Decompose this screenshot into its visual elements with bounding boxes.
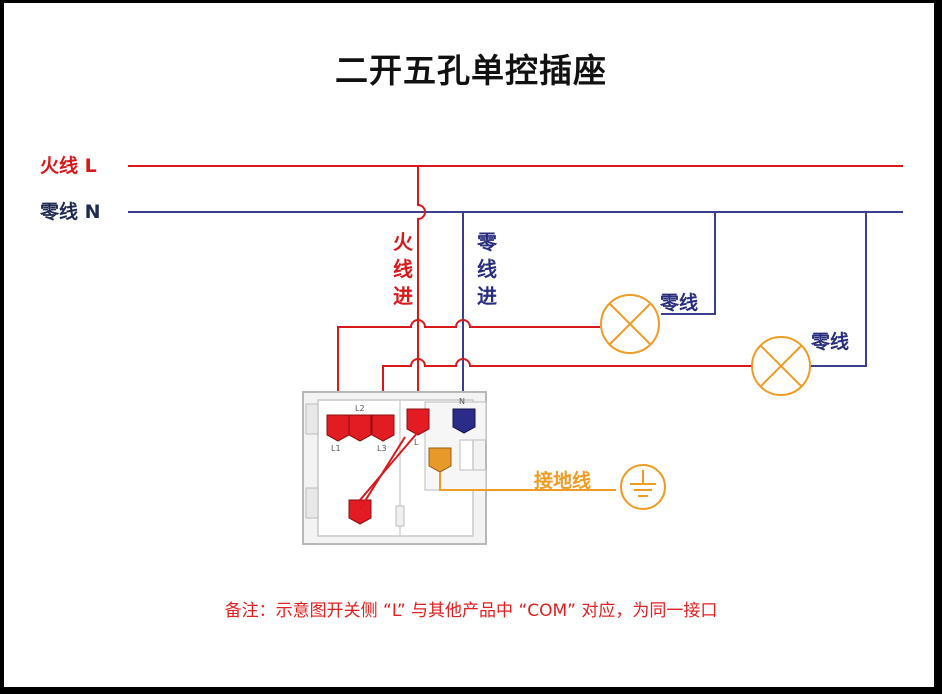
lamp1-neutral-label: 零线 — [660, 292, 699, 314]
ground-symbol — [620, 464, 666, 510]
neutral-line-label: 零线 N — [40, 201, 101, 223]
terminal-neutral — [452, 408, 476, 434]
internal-link-1 — [359, 431, 419, 501]
lamp1-neutral-wire — [661, 212, 716, 315]
lamp2-neutral-label: 零线 — [811, 331, 850, 353]
lamp2-symbol — [751, 336, 811, 396]
terminal-tag-neutral: N — [459, 397, 465, 406]
lamp1-symbol — [600, 294, 660, 354]
terminal-ground — [428, 447, 452, 473]
ground-wire-label: 接地线 — [534, 470, 592, 492]
terminal-tag-l3: L3 — [377, 444, 387, 453]
neutral-in-label: 零 线 进 — [476, 229, 498, 310]
live-in-wire — [417, 166, 426, 405]
terminal-live — [406, 408, 430, 436]
diagram-title: 二开五孔单控插座 — [335, 51, 607, 90]
lamp1-feed-wire — [337, 319, 600, 405]
terminal-tag-live: L — [414, 438, 419, 447]
footnote: 备注：示意图开关侧 “L” 与其他产品中 “COM” 对应，为同一接口 — [224, 601, 718, 621]
terminal-l2 — [348, 414, 372, 442]
internal-link-2 — [359, 436, 406, 510]
neutral-in-char: 进 — [477, 284, 497, 308]
terminal-l3 — [371, 414, 395, 442]
terminal-switch-com — [348, 499, 372, 525]
lamp2-feed-wire — [382, 358, 753, 405]
live-in-char: 火 — [393, 230, 413, 254]
neutral-in-char: 线 — [477, 257, 497, 281]
live-line-label: 火线 L — [40, 155, 97, 177]
live-in-char: 线 — [393, 257, 413, 281]
live-in-char: 进 — [393, 284, 413, 308]
live-in-label: 火 线 进 — [392, 229, 414, 310]
terminal-tag-l1: L1 — [331, 444, 341, 453]
lamp2-neutral-wire — [810, 212, 867, 367]
terminal-tag-l2: L2 — [355, 404, 365, 413]
terminal-l1 — [326, 414, 350, 442]
ground-wire — [439, 472, 616, 491]
neutral-in-char: 零 — [477, 230, 497, 254]
